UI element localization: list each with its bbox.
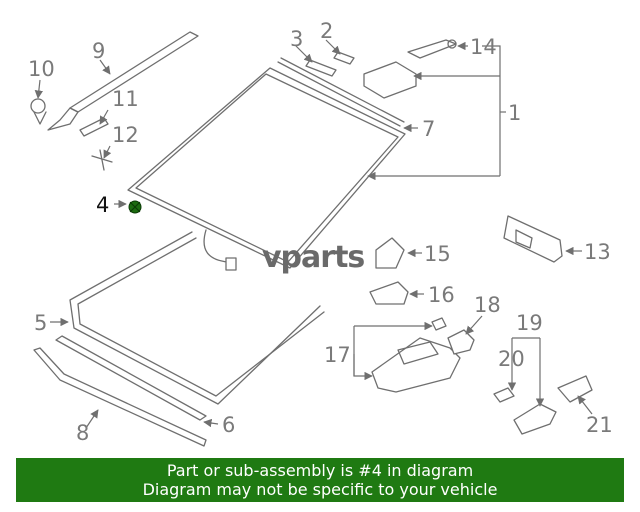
callout-12: 12 xyxy=(112,123,139,147)
callout-18: 18 xyxy=(474,293,501,317)
seal-5 xyxy=(69,231,325,405)
clip-4-highlighted xyxy=(128,200,142,214)
callout-5: 5 xyxy=(34,311,47,335)
callout-17: 17 xyxy=(324,343,351,367)
callout-numbers: 10 9 11 12 3 2 14 1 7 4 15 13 16 18 19 5… xyxy=(28,19,613,445)
mirror-13 xyxy=(503,215,563,263)
windshield-glass xyxy=(127,67,406,269)
bracket-16 xyxy=(369,281,409,305)
side-moulding-9 xyxy=(47,31,199,131)
banner-line-1: Part or sub-assembly is #4 in diagram xyxy=(166,461,474,480)
callout-15: 15 xyxy=(424,242,451,266)
callout-10: 10 xyxy=(28,57,55,81)
callout-1: 1 xyxy=(508,101,521,125)
module-19 xyxy=(513,403,557,435)
leader-lines xyxy=(34,39,593,429)
banner-line-2: Diagram may not be specific to your vehi… xyxy=(142,480,498,499)
watermark-text: vparts xyxy=(262,240,364,275)
harness-cable xyxy=(203,229,237,271)
callout-6: 6 xyxy=(222,413,235,437)
pad-20 xyxy=(493,387,515,403)
strip-8 xyxy=(33,347,207,447)
callout-9: 9 xyxy=(92,39,105,63)
housing-17 xyxy=(371,317,461,393)
callout-20: 20 xyxy=(498,347,525,371)
clip-10 xyxy=(30,98,47,125)
callout-13: 13 xyxy=(584,240,611,264)
callout-2: 2 xyxy=(320,19,333,43)
callout-14: 14 xyxy=(470,35,497,59)
pad-2 xyxy=(333,51,355,65)
cover-15 xyxy=(375,237,405,269)
pad-3 xyxy=(305,59,337,77)
tape-11 xyxy=(79,117,109,137)
bracket-14 xyxy=(363,39,457,99)
upper-moulding-7 xyxy=(277,57,405,127)
callout-19: 19 xyxy=(516,311,543,335)
info-banner: Part or sub-assembly is #4 in diagram Di… xyxy=(16,458,624,502)
callout-4: 4 xyxy=(96,193,109,217)
callout-8: 8 xyxy=(76,421,89,445)
clip-18 xyxy=(447,329,475,355)
callout-3: 3 xyxy=(290,27,303,51)
strip-6 xyxy=(55,335,207,421)
callout-7: 7 xyxy=(422,117,435,141)
callout-21: 21 xyxy=(586,413,613,437)
pin-12 xyxy=(91,149,113,171)
cover-21 xyxy=(557,375,593,403)
callout-11: 11 xyxy=(112,87,139,111)
callout-16: 16 xyxy=(428,283,455,307)
